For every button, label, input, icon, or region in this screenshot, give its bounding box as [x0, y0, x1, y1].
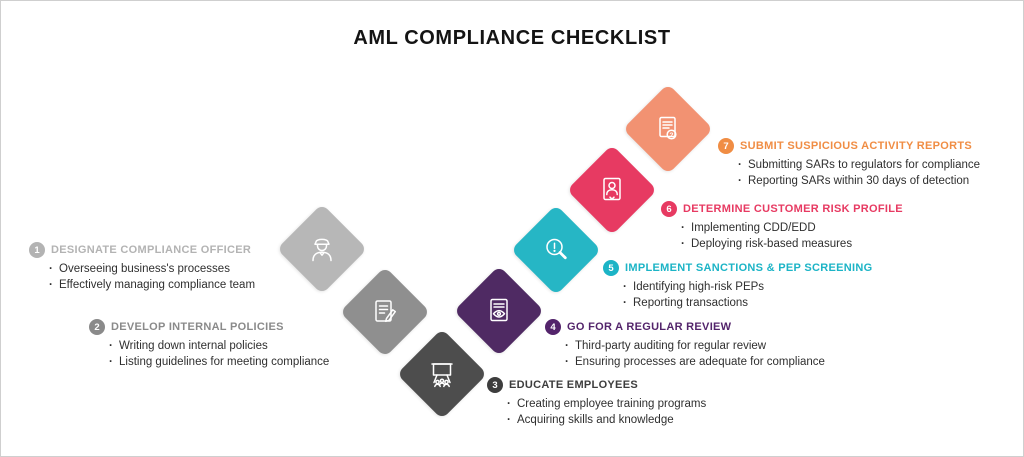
sanctions-screening-magnifier-icon — [546, 238, 567, 260]
step-heading: DEVELOP INTERNAL POLICIES — [111, 321, 284, 333]
suspicious-activity-report-icon: ? — [659, 116, 677, 140]
step-bullet-list: Writing down internal policies Listing g… — [89, 338, 329, 370]
page-title: AML COMPLIANCE CHECKLIST — [353, 27, 671, 49]
step-number-badge: 2 — [89, 319, 105, 335]
step-4-diamond — [453, 265, 545, 357]
regular-review-document-icon — [490, 298, 508, 322]
compliance-officer-icon — [312, 238, 332, 262]
customer-risk-profile-icon — [603, 177, 621, 201]
step-number-badge: 5 — [603, 260, 619, 276]
step-5-block: 5 IMPLEMENT SANCTIONS & PEP SCREENING Id… — [603, 260, 872, 311]
step-heading: EDUCATE EMPLOYEES — [509, 379, 638, 391]
svg-text:?: ? — [670, 132, 674, 139]
step-3-block: 3 EDUCATE EMPLOYEES Creating employee tr… — [487, 377, 706, 428]
step-number-badge: 3 — [487, 377, 503, 393]
step-number-badge: 7 — [718, 138, 734, 154]
step-2-diamond — [339, 266, 431, 358]
step-bullet: Reporting SARs within 30 days of detecti… — [738, 173, 980, 189]
step-heading: SUBMIT SUSPICIOUS ACTIVITY REPORTS — [740, 140, 973, 152]
internal-policies-document-icon — [375, 300, 397, 323]
step-bullet: Deploying risk-based measures — [681, 236, 903, 252]
step-bullet: Reporting transactions — [623, 295, 872, 311]
step-bullet: Identifying high-risk PEPs — [623, 279, 872, 295]
step-3-diamond — [396, 328, 488, 420]
step-bullet-list: Overseeing business's processes Effectiv… — [29, 261, 255, 293]
step-4-heading-row: 4 GO FOR A REGULAR REVIEW — [545, 319, 825, 335]
step-bullet: Implementing CDD/EDD — [681, 220, 903, 236]
step-heading: DESIGNATE COMPLIANCE OFFICER — [51, 244, 252, 256]
step-bullet: Creating employee training programs — [507, 396, 706, 412]
step-bullet-list: Creating employee training programs Acqu… — [487, 396, 706, 428]
employee-training-icon — [431, 363, 453, 388]
step-bullet: Effectively managing compliance team — [49, 277, 255, 293]
step-bullet: Writing down internal policies — [109, 338, 329, 354]
step-5-heading-row: 5 IMPLEMENT SANCTIONS & PEP SCREENING — [603, 260, 872, 276]
step-3-heading-row: 3 EDUCATE EMPLOYEES — [487, 377, 706, 393]
step-6-block: 6 DETERMINE CUSTOMER RISK PROFILE Implem… — [661, 201, 903, 252]
step-6-heading-row: 6 DETERMINE CUSTOMER RISK PROFILE — [661, 201, 903, 217]
step-heading: DETERMINE CUSTOMER RISK PROFILE — [683, 203, 903, 215]
step-2-block: 2 DEVELOP INTERNAL POLICIES Writing down… — [89, 319, 329, 370]
step-heading: GO FOR A REGULAR REVIEW — [567, 321, 732, 333]
step-1-heading-row: 1 DESIGNATE COMPLIANCE OFFICER — [29, 242, 255, 258]
step-bullet-list: Implementing CDD/EDD Deploying risk-base… — [661, 220, 903, 252]
step-bullet: Ensuring processes are adequate for comp… — [565, 354, 825, 370]
step-7-diamond: ? — [622, 83, 714, 175]
step-bullet-list: Submitting SARs to regulators for compli… — [718, 157, 980, 189]
step-number-badge: 6 — [661, 201, 677, 217]
step-4-block: 4 GO FOR A REGULAR REVIEW Third-party au… — [545, 319, 825, 370]
step-bullet: Third-party auditing for regular review — [565, 338, 825, 354]
step-heading: IMPLEMENT SANCTIONS & PEP SCREENING — [625, 262, 873, 274]
step-1-block: 1 DESIGNATE COMPLIANCE OFFICER Overseein… — [29, 242, 255, 293]
step-number-badge: 4 — [545, 319, 561, 335]
step-bullet: Acquiring skills and knowledge — [507, 412, 706, 428]
step-number-badge: 1 — [29, 242, 45, 258]
step-bullet-list: Third-party auditing for regular review … — [545, 338, 825, 370]
step-bullet: Submitting SARs to regulators for compli… — [738, 157, 980, 173]
step-7-block: 7 SUBMIT SUSPICIOUS ACTIVITY REPORTS Sub… — [718, 138, 980, 189]
step-bullet-list: Identifying high-risk PEPs Reporting tra… — [603, 279, 872, 311]
step-2-heading-row: 2 DEVELOP INTERNAL POLICIES — [89, 319, 329, 335]
step-bullet: Overseeing business's processes — [49, 261, 255, 277]
step-6-diamond — [566, 144, 658, 236]
step-bullet: Listing guidelines for meeting complianc… — [109, 354, 329, 370]
step-5-diamond — [510, 204, 602, 296]
step-1-diamond — [276, 203, 368, 295]
step-7-heading-row: 7 SUBMIT SUSPICIOUS ACTIVITY REPORTS — [718, 138, 980, 154]
